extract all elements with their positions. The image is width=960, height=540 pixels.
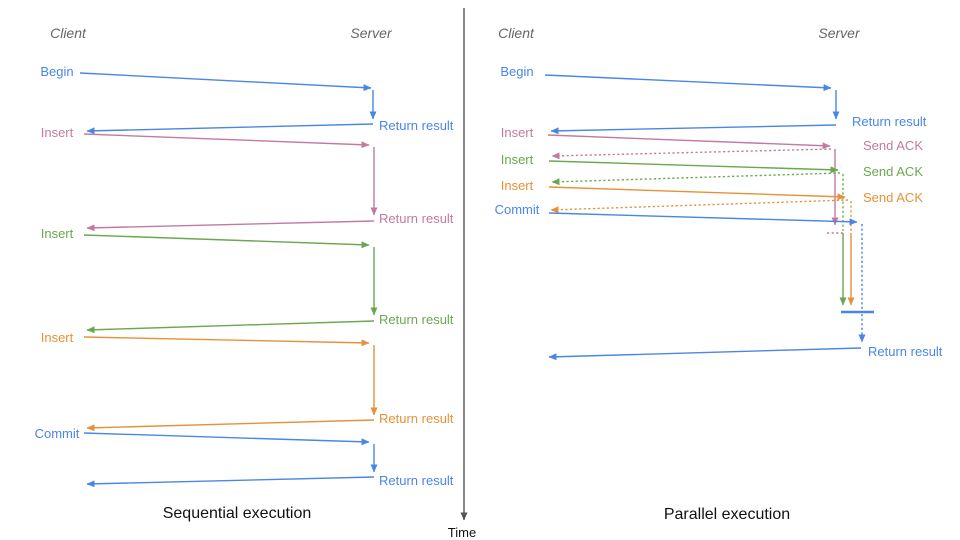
par-insert2-ack-arrow — [551, 172, 841, 186]
par-client-header: Client — [498, 25, 535, 41]
par-insert1-ack-label: Send ACK — [863, 138, 923, 153]
par-insert3-ack-arrow — [550, 199, 849, 214]
par-insert1-ack-arrow — [551, 148, 832, 160]
par-commit-label: Commit — [495, 202, 540, 217]
par-insert1-request-arrow — [547, 134, 831, 150]
parallel-diagram: Client Server Begin Return result Insert… — [495, 25, 943, 523]
par-begin-label: Begin — [500, 64, 533, 79]
seq-op-insert2: Insert Return result — [41, 226, 454, 334]
seq-op-insert1: Insert Return result — [41, 125, 454, 232]
sequential-diagram: Client Server Begin Return result Insert… — [35, 25, 454, 522]
par-insert2-request-arrow — [548, 160, 839, 174]
par-insert3-ack-label: Send ACK — [863, 190, 923, 205]
par-commit-request-arrow — [548, 212, 858, 226]
seq-insert1-request-arrow — [83, 133, 370, 149]
seq-op-commit: Commit Return result — [35, 426, 454, 488]
seq-begin-label: Begin — [40, 64, 73, 79]
seq-commit-return-arrow — [86, 476, 375, 488]
par-server-header: Server — [818, 25, 861, 41]
par-insert2-ack-label: Send ACK — [863, 164, 923, 179]
par-op-insert3: Insert Send ACK — [501, 178, 923, 306]
seq-insert1-label: Insert — [41, 125, 74, 140]
seq-insert1-return-arrow — [86, 220, 375, 232]
seq-client-header: Client — [50, 25, 87, 41]
seq-insert1-return-label: Return result — [379, 211, 454, 226]
time-axis-label: Time — [448, 525, 476, 540]
par-begin-request-arrow — [544, 74, 832, 92]
par-op-commit: Commit Return result — [495, 202, 943, 361]
par-insert3-request-arrow — [548, 186, 846, 201]
par-op-begin: Begin Return result — [500, 64, 927, 135]
seq-begin-request-arrow — [79, 72, 372, 92]
seq-insert2-return-arrow — [86, 320, 375, 334]
par-insert2-label: Insert — [501, 152, 534, 167]
seq-commit-request-arrow — [83, 432, 370, 446]
time-axis: Time — [448, 8, 476, 540]
sequential-title: Sequential execution — [163, 505, 312, 522]
par-begin-return-arrow — [550, 124, 837, 135]
seq-insert2-return-label: Return result — [379, 312, 454, 327]
par-insert1-label: Insert — [501, 125, 534, 140]
par-final-return-label: Return result — [868, 344, 943, 359]
seq-insert3-label: Insert — [41, 330, 74, 345]
seq-insert2-request-arrow — [83, 234, 370, 249]
par-insert3-label: Insert — [501, 178, 534, 193]
seq-commit-return-label: Return result — [379, 473, 454, 488]
par-final-return-arrow — [548, 347, 862, 361]
seq-begin-return-label: Return result — [379, 118, 454, 133]
seq-insert3-request-arrow — [83, 336, 370, 347]
seq-begin-return-arrow — [86, 123, 374, 135]
seq-op-begin: Begin Return result — [40, 64, 454, 135]
par-op-insert2: Insert Send ACK — [501, 152, 923, 306]
seq-op-insert3: Insert Return result — [41, 330, 454, 432]
parallel-title: Parallel execution — [664, 506, 790, 523]
seq-insert3-return-arrow — [86, 419, 375, 432]
seq-commit-label: Commit — [35, 426, 80, 441]
seq-insert3-return-label: Return result — [379, 411, 454, 426]
seq-insert2-label: Insert — [41, 226, 74, 241]
par-begin-return-label: Return result — [852, 114, 927, 129]
par-op-insert1: Insert Send ACK — [501, 125, 923, 234]
seq-server-header: Server — [350, 25, 393, 41]
